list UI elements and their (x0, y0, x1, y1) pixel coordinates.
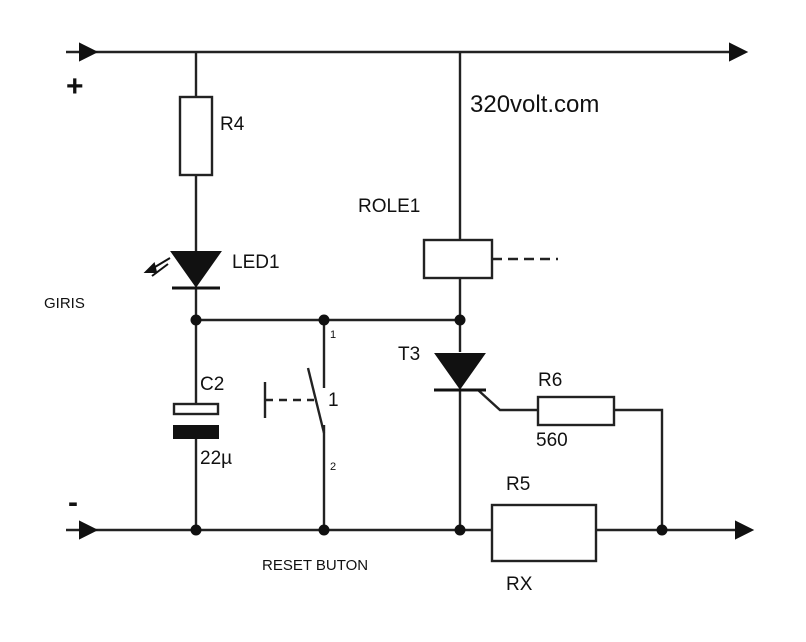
switch-pin-2-label: 2 (330, 461, 336, 473)
website-label: 320volt.com (470, 91, 599, 118)
t3-triangle (434, 353, 486, 390)
wire-r6-right (614, 408, 664, 530)
junction-dot (318, 524, 330, 536)
capacitor-c2-plate-bottom (173, 425, 219, 439)
arrow-icon (735, 520, 755, 540)
r5-label: R5 (506, 474, 530, 495)
junction-dot (318, 314, 330, 326)
resistor-r6 (536, 395, 616, 427)
c2-value-label: 22µ (200, 448, 232, 469)
r6-label: R6 (538, 370, 562, 391)
switch-pin-1-label: 1 (330, 329, 336, 341)
led-light-arrow-icon (151, 263, 169, 277)
relay-label: ROLE1 (358, 196, 420, 217)
junction-dot (190, 524, 202, 536)
reset-button-label: RESET BUTON (262, 557, 368, 574)
input-label: GIRIS (44, 295, 85, 312)
led-light-arrowhead-icon (143, 262, 158, 273)
minus-sign: - (68, 486, 78, 519)
r4-label: R4 (220, 114, 245, 135)
relay-coil (422, 238, 494, 280)
plus-sign: + (66, 70, 84, 103)
resistor-r4 (178, 95, 214, 177)
arrow-icon (79, 42, 99, 62)
arrow-icon (79, 520, 99, 540)
led1-triangle (170, 251, 222, 288)
t3-gate-wire (477, 389, 538, 412)
junction-dot (190, 314, 202, 326)
rx-label: RX (506, 574, 533, 595)
resistor-r5 (490, 503, 598, 563)
t3-label: T3 (398, 344, 420, 365)
junction-dot (454, 524, 466, 536)
r6-value-label: 560 (536, 430, 568, 451)
led1-label: LED1 (232, 252, 280, 273)
switch-blade (306, 367, 326, 434)
junction-dot (656, 524, 668, 536)
switch-pin-label: 1 (328, 390, 339, 411)
c2-label: C2 (200, 374, 224, 395)
capacitor-c2-plate-top (172, 402, 220, 416)
junction-dot (454, 314, 466, 326)
arrow-icon (729, 42, 749, 62)
